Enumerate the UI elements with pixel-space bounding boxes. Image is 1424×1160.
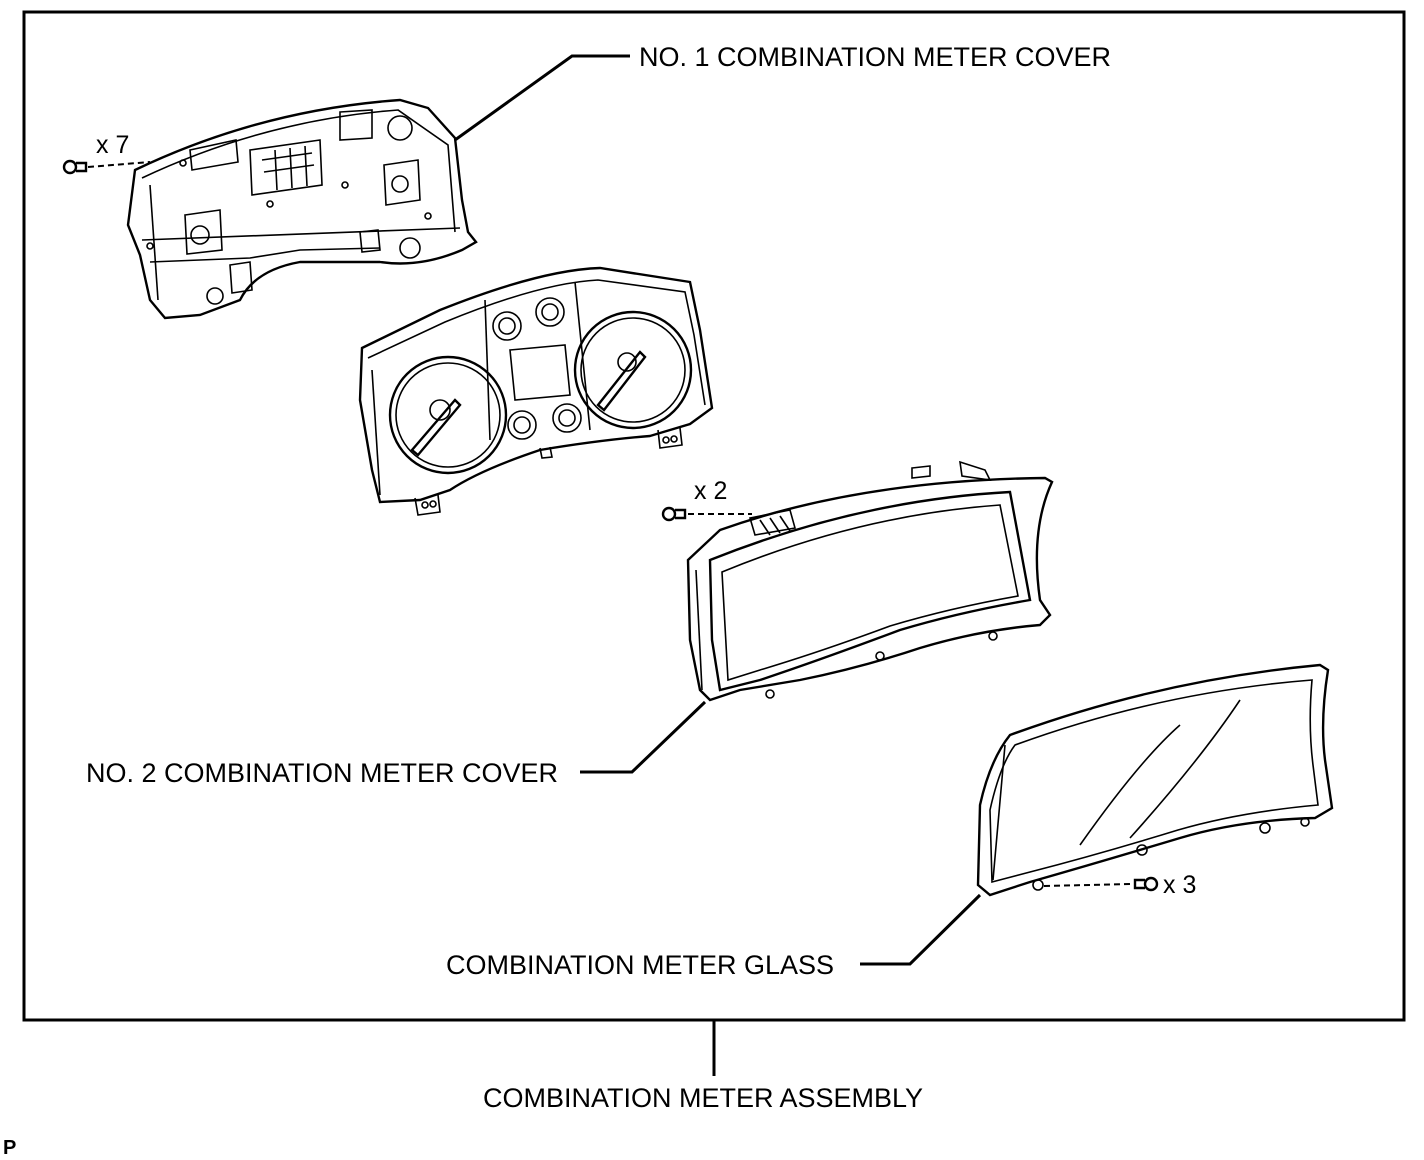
leader-cover2: [580, 700, 707, 774]
label-no1-combination-meter-cover: NO. 1 COMBINATION METER COVER: [639, 42, 1111, 72]
combination-meter-glass-part: [976, 663, 1334, 897]
label-no2-combination-meter-cover: NO. 2 COMBINATION METER COVER: [86, 758, 558, 788]
label-combination-meter-glass: COMBINATION METER GLASS: [446, 950, 834, 980]
qty-screws-cover1: x 7: [96, 131, 129, 159]
qty-screws-cover2: x 2: [694, 477, 727, 505]
screw-icon: [661, 506, 687, 522]
screw-icon: [62, 159, 88, 175]
screw-leader-cover1: [87, 161, 151, 168]
leader-cover1: [454, 54, 630, 142]
leader-glass: [860, 893, 982, 966]
meter-dial-panel-part: [358, 266, 714, 516]
screw-icon: [1133, 876, 1159, 892]
no2-combination-meter-cover-part: [686, 460, 1054, 702]
corner-mark: P: [3, 1137, 16, 1159]
label-combination-meter-assembly: COMBINATION METER ASSEMBLY: [483, 1083, 923, 1113]
screw-leader-glass: [1043, 883, 1133, 887]
qty-screws-glass: x 3: [1163, 871, 1196, 899]
no1-combination-meter-cover-part: [126, 98, 478, 320]
